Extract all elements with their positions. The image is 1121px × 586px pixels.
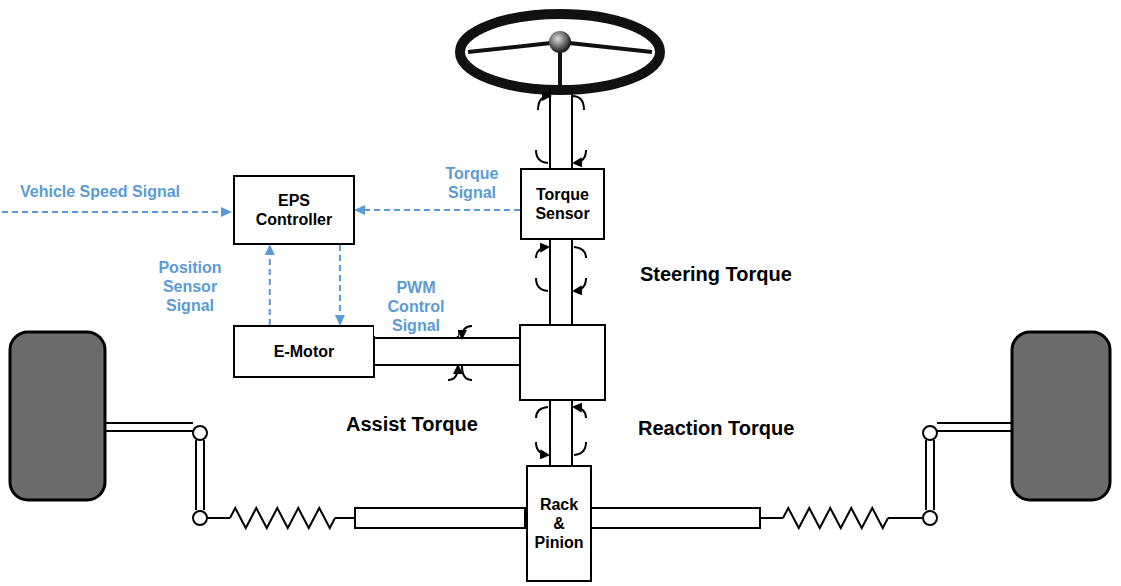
torque-label: Reaction Torque	[638, 416, 794, 440]
steering-wheel	[460, 14, 660, 90]
sensor-box: Torque Sensor	[520, 168, 605, 240]
gear-box	[520, 325, 605, 400]
box-label: E-Motor	[274, 342, 334, 361]
box-label: EPS Controller	[239, 191, 349, 229]
signal-connector	[269, 245, 271, 325]
signal-connector	[355, 209, 520, 211]
box-label: Rack & Pinion	[532, 495, 586, 553]
box-label: Torque Sensor	[526, 185, 599, 223]
rack-pinion-box: Rack & Pinion	[526, 465, 592, 582]
steering-column	[550, 88, 572, 470]
wheel	[10, 332, 105, 500]
torque-label: Steering Torque	[640, 262, 792, 286]
signal-arrow	[2, 211, 231, 213]
motor-box: E-Motor	[233, 325, 375, 378]
rotation-arrow	[448, 96, 586, 455]
signal-label: Position Sensor Signal	[150, 258, 230, 316]
controller-box: EPS Controller	[233, 175, 355, 245]
signal-label: Vehicle Speed Signal	[20, 182, 180, 201]
motor-shaft	[375, 338, 520, 365]
spring-coil	[783, 508, 888, 528]
signal-label: PWM Control Signal	[374, 278, 458, 336]
torque-label: Assist Torque	[346, 412, 478, 436]
signal-label: Torque Signal	[432, 164, 512, 202]
signal-connector	[339, 245, 341, 325]
wheel	[1012, 332, 1110, 500]
spring-coil	[230, 508, 335, 528]
